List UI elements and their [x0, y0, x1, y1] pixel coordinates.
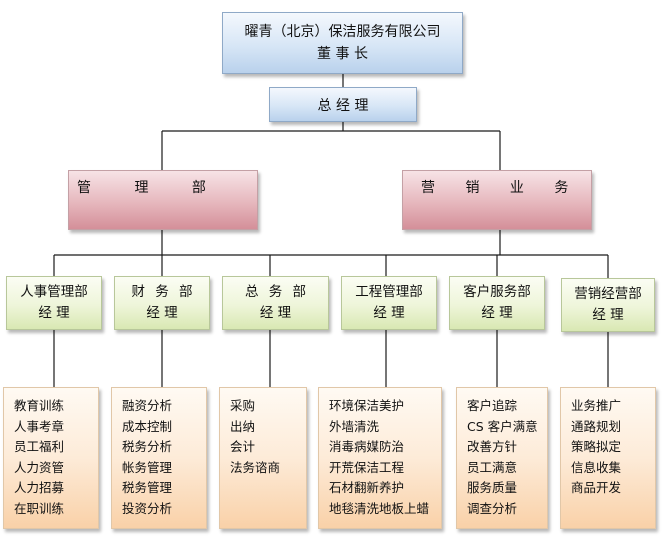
list-item: 法务谘商: [230, 459, 281, 475]
duties-customer-service-list: 客户追踪 CS 客户满意 改善方针 员工满意 服务质量 调查分析: [456, 387, 548, 529]
department-name: 人事管理部: [20, 284, 88, 300]
list-item: 员工福利: [14, 439, 65, 454]
division-sales-label: 营 销 业 务: [421, 180, 569, 196]
chairman-title: 董 事 长: [317, 46, 368, 62]
list-item: 员工满意: [467, 459, 518, 475]
list-item: 税务分析: [122, 439, 173, 454]
department-name: 总 务 部: [244, 284, 307, 300]
department-engineering-box: 工程管理部 经 理: [341, 276, 437, 330]
department-name: 工程管理部: [355, 284, 423, 300]
chairman-box: 曜青（北京）保洁服务有限公司 董 事 长: [222, 12, 463, 74]
department-role: 经 理: [259, 305, 292, 321]
duties-hr-list: 教育训练 人事考章 员工福利 人力资管 人力招募 在职训练: [3, 387, 99, 529]
duties-marketing-list: 业务推广 通路规划 策略拟定 信息收集 商品开发: [560, 387, 656, 529]
department-customer-service-box: 客户服务部 经 理: [449, 276, 545, 330]
list-item: 教育训练: [14, 398, 65, 413]
list-item: 地毯清洗地板上蜡: [329, 500, 430, 516]
general-manager-box: 总 经 理: [269, 87, 417, 122]
duties-general-affairs-list: 采购 出纳 会计 法务谘商: [219, 387, 307, 529]
department-name: 客户服务部: [463, 284, 531, 300]
department-general-affairs-box: 总 务 部 经 理: [222, 276, 329, 330]
division-management-label: 管 理 部: [77, 180, 207, 196]
list-item: 融资分析: [122, 398, 173, 413]
list-item: 采购: [230, 398, 256, 413]
department-role: 经 理: [481, 305, 513, 321]
list-item: 税务管理: [122, 480, 173, 495]
list-item: 商品开发: [571, 480, 622, 495]
department-marketing-box: 营销经营部 经 理: [561, 278, 655, 332]
list-item: 人事考章: [14, 418, 65, 434]
list-item: 消毒病媒防治: [329, 439, 405, 454]
department-role: 经 理: [592, 307, 624, 323]
department-finance-box: 财 务 部 经 理: [114, 276, 210, 330]
company-name: 曜青（北京）保洁服务有限公司: [244, 24, 441, 40]
list-item: 环境保洁美护: [329, 398, 405, 413]
list-item: 策略拟定: [571, 439, 622, 454]
list-item: 成本控制: [122, 418, 173, 434]
list-item: 通路规划: [571, 418, 622, 434]
department-hr-box: 人事管理部 经 理: [6, 276, 102, 330]
list-item: CS 客户满意: [467, 418, 538, 434]
list-item: 人力招募: [14, 480, 65, 495]
department-role: 经 理: [146, 305, 178, 321]
department-name: 营销经营部: [574, 286, 642, 302]
list-item: 帐务管理: [122, 459, 173, 475]
list-item: 外墙清洗: [329, 418, 380, 434]
list-item: 业务推广: [571, 398, 622, 413]
division-sales-box: 营 销 业 务: [402, 170, 592, 230]
list-item: 改善方针: [467, 439, 518, 454]
duties-finance-list: 融资分析 成本控制 税务分析 帐务管理 税务管理 投资分析: [111, 387, 207, 529]
list-item: 调查分析: [467, 500, 518, 516]
list-item: 人力资管: [14, 459, 65, 475]
list-item: 客户追踪: [467, 398, 518, 413]
general-manager-title: 总 经 理: [317, 97, 369, 114]
list-item: 在职训练: [14, 500, 65, 516]
list-item: 信息收集: [571, 459, 622, 475]
list-item: 会计: [230, 439, 256, 454]
department-name: 财 务 部: [131, 284, 193, 300]
list-item: 出纳: [230, 418, 256, 434]
list-item: 服务质量: [467, 480, 518, 495]
duties-engineering-list: 环境保洁美护 外墙清洗 消毒病媒防治 开荒保洁工程 石材翻新养护 地毯清洗地板上…: [318, 387, 442, 529]
list-item: 开荒保洁工程: [329, 459, 405, 475]
department-role: 经 理: [373, 305, 405, 321]
list-item: 投资分析: [122, 500, 173, 516]
department-role: 经 理: [38, 305, 70, 321]
division-management-box: 管 理 部: [68, 170, 258, 230]
list-item: 石材翻新养护: [329, 480, 405, 495]
